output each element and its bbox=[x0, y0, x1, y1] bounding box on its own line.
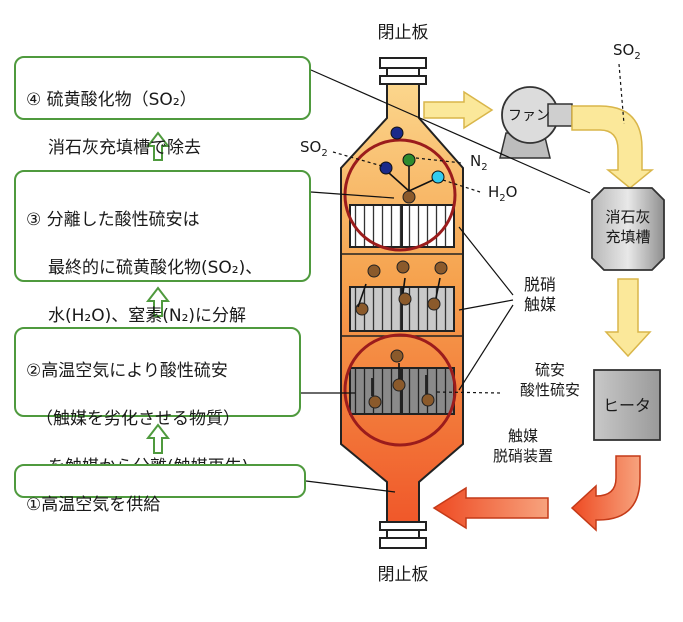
step-1-line-1: ①高温空気を供給 bbox=[26, 495, 161, 515]
n2-particle bbox=[402, 153, 416, 167]
step-3-line-3: 水(H₂O)、窒素(N₂)に分解 bbox=[48, 306, 247, 326]
flow-arrow-to-tank bbox=[571, 105, 655, 189]
regeneration-highlight-circle bbox=[343, 333, 457, 447]
step-4-line-1: ④ 硫黄酸化物（SO₂） bbox=[26, 90, 197, 110]
top-damper-label: 閉止板 bbox=[378, 23, 429, 43]
salt-label-line1: 硫安 bbox=[535, 361, 565, 379]
reaction-arrows bbox=[357, 166, 441, 396]
step-2-box: ②高温空気により酸性硫安 （触媒を劣化させる物質） を触媒から分離(触媒再生) bbox=[14, 327, 301, 477]
step-arrow-up bbox=[145, 423, 171, 454]
step-arrow-up bbox=[145, 286, 171, 317]
lime-tank-label-line2: 充填槽 bbox=[605, 228, 650, 246]
flow-arrow-into-reactor bbox=[432, 486, 549, 530]
step-3-line-2: 最終的に硫黄酸化物(SO₂)、 bbox=[48, 258, 263, 278]
step-4-box: ④ 硫黄酸化物（SO₂） 消石灰充填槽で除去 bbox=[14, 56, 311, 158]
step-arrows bbox=[145, 131, 171, 454]
step-arrow-up bbox=[145, 131, 171, 161]
step-2-line-1: ②高温空気により酸性硫安 bbox=[26, 361, 228, 381]
lime-tank-label-line1: 消石灰 bbox=[605, 208, 650, 226]
catalyst-bed-middle bbox=[349, 286, 455, 332]
step-2-line-2: （触媒を劣化させる物質） bbox=[36, 409, 240, 429]
flow-arrow-to-fan bbox=[423, 90, 494, 130]
so2-label-reactor: SO2 bbox=[300, 138, 328, 159]
flow-arrow-to-heater bbox=[604, 278, 652, 358]
heater bbox=[593, 369, 661, 441]
so2-label-right: SO2 bbox=[613, 41, 641, 62]
bottom-damper-label: 閉止板 bbox=[378, 565, 429, 585]
fan bbox=[499, 86, 573, 159]
ammonium-sulfate-particles bbox=[355, 190, 448, 409]
catalyst-bed-bottom bbox=[349, 367, 455, 415]
catalyst-label-line1: 脱硝 bbox=[524, 275, 556, 294]
fan-label: ファン bbox=[508, 108, 550, 124]
n2-label: N2 bbox=[470, 152, 488, 173]
step-4-line-2: 消石灰充填槽で除去 bbox=[48, 138, 201, 158]
bottom-damper bbox=[379, 521, 427, 549]
catalyst-label-line2: 触媒 bbox=[524, 295, 556, 314]
leader-lines bbox=[301, 69, 591, 493]
dashed-leader-lines bbox=[332, 63, 625, 394]
catalyst-bed-top bbox=[349, 204, 455, 248]
heater-label: ヒータ bbox=[603, 396, 651, 415]
h2o-particle bbox=[431, 170, 445, 184]
step-3-box: ③ 分離した酸性硫安は 最終的に硫黄酸化物(SO₂)、 水(H₂O)、窒素(N₂… bbox=[14, 170, 311, 326]
h2o-label: H2O bbox=[488, 183, 517, 204]
slaked-lime-tank bbox=[591, 187, 665, 271]
top-damper bbox=[379, 57, 427, 85]
flow-arrow-from-heater bbox=[570, 455, 641, 532]
step-3-line-1: ③ 分離した酸性硫安は bbox=[26, 210, 200, 230]
device-label-line2: 脱硝装置 bbox=[493, 447, 553, 465]
salt-label-line2: 酸性硫安 bbox=[520, 381, 580, 399]
device-label-line1: 触媒 bbox=[508, 427, 538, 445]
step-1-box: ①高温空気を供給 bbox=[14, 464, 306, 515]
